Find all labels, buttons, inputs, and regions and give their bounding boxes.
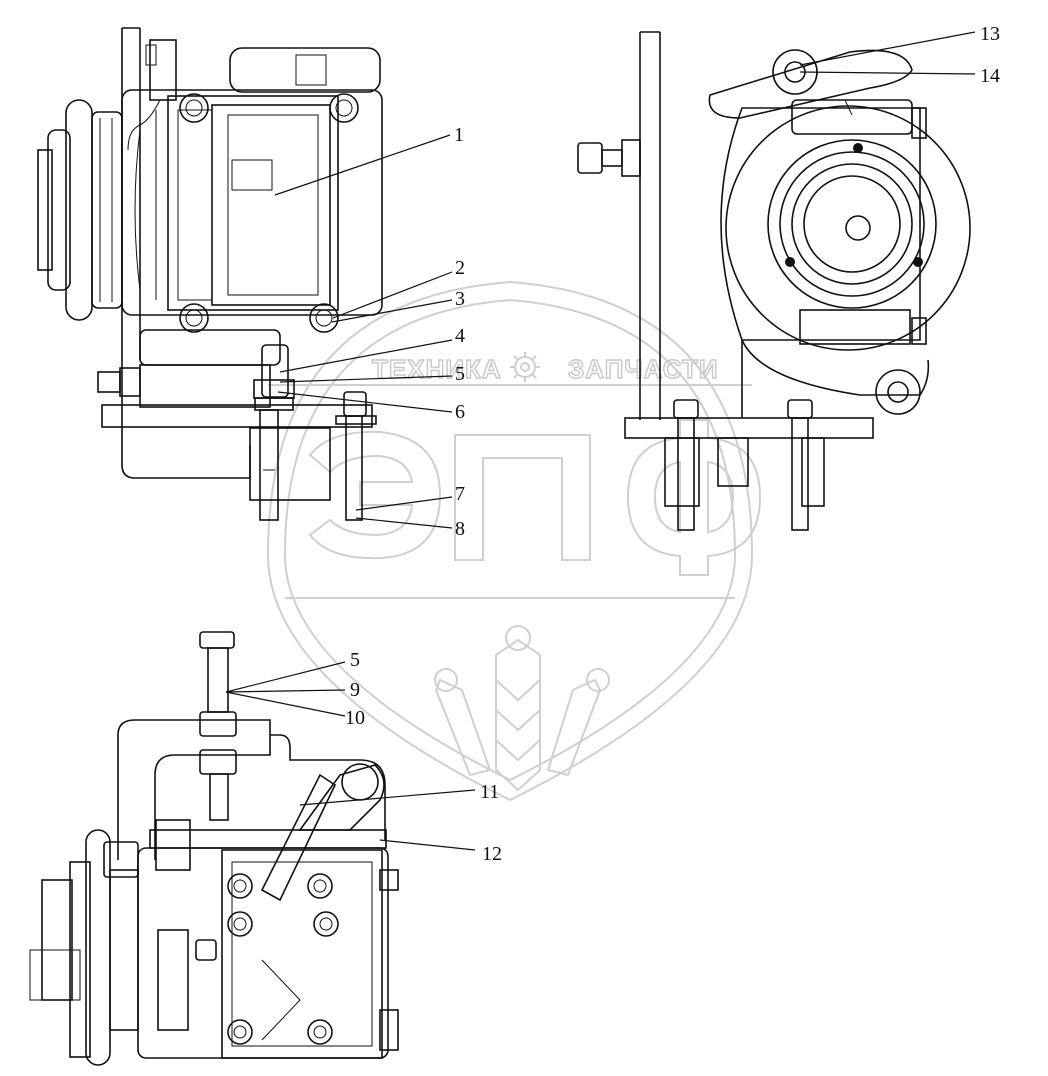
- pulley: [37, 99, 123, 321]
- callout-6: 6: [455, 401, 465, 423]
- leader-lines: [225, 31, 976, 851]
- callout-14: 14: [980, 65, 1000, 87]
- callout-13: 13: [980, 23, 1000, 45]
- logo-letters: [308, 419, 762, 576]
- callout-2: 2: [455, 257, 465, 279]
- compressor-front-view: [577, 31, 971, 531]
- callout-labels: 1 2 3 4 5 6 7 8 5 9 10 11 12 13 14: [345, 23, 1000, 865]
- callout-4: 4: [455, 325, 465, 347]
- callout-11: 11: [480, 781, 499, 803]
- callout-7: 7: [455, 483, 465, 505]
- callout-5-bottom: 5: [350, 649, 360, 671]
- watermark-text-left: ТЕХНИКА: [372, 354, 502, 384]
- compressor-top-view: [29, 631, 399, 1066]
- watermark-text-right: ЗАПЧАСТИ: [568, 354, 719, 384]
- callout-10: 10: [345, 707, 365, 729]
- compressor-side-view: [37, 27, 383, 521]
- callout-5-top: 5: [455, 363, 465, 385]
- callout-8: 8: [455, 518, 465, 540]
- callout-1: 1: [454, 124, 464, 146]
- callout-12: 12: [482, 843, 502, 865]
- gear-icon: [510, 352, 540, 382]
- callout-9: 9: [350, 679, 360, 701]
- watermark: ТЕХНИКА ЗАПЧАСТИ: [266, 280, 762, 802]
- callout-3: 3: [455, 288, 465, 310]
- wheat-icon: [434, 625, 610, 792]
